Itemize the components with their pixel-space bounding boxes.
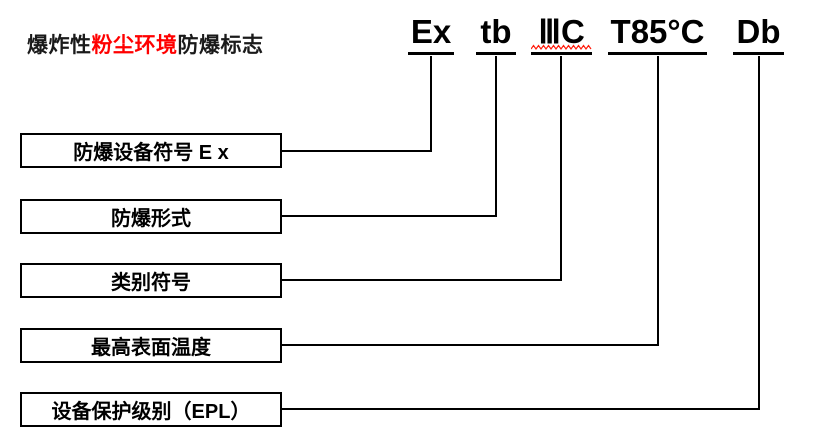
code-segment-db: Db <box>733 10 784 55</box>
title-prefix: 爆炸性 <box>27 34 92 57</box>
meaning-box-category-symbol: 类别符号 <box>20 263 282 298</box>
connector-iiic <box>282 56 562 281</box>
code-segment-tb: tb <box>476 10 516 55</box>
title-suffix: 防爆标志 <box>177 34 264 57</box>
connector-ex <box>282 56 432 152</box>
meaning-box-equipment-symbol: 防爆设备符号 E x <box>20 133 282 168</box>
connector-tb <box>282 56 497 217</box>
connector-db <box>282 56 760 410</box>
code-segment-t85c: T85°C <box>608 10 707 55</box>
meaning-box-max-surface-temp: 最高表面温度 <box>20 328 282 363</box>
page-title: 爆炸性粉尘环境防爆标志 <box>27 29 264 59</box>
code-segment-ex: Ex <box>408 10 454 55</box>
meaning-box-protection-type: 防爆形式 <box>20 199 282 234</box>
title-highlight: 粉尘环境 <box>91 34 178 57</box>
meaning-box-epl: 设备保护级别（EPL） <box>20 392 282 427</box>
code-segment-iiic: ⅢC <box>531 10 592 55</box>
connector-t85c <box>280 56 659 346</box>
